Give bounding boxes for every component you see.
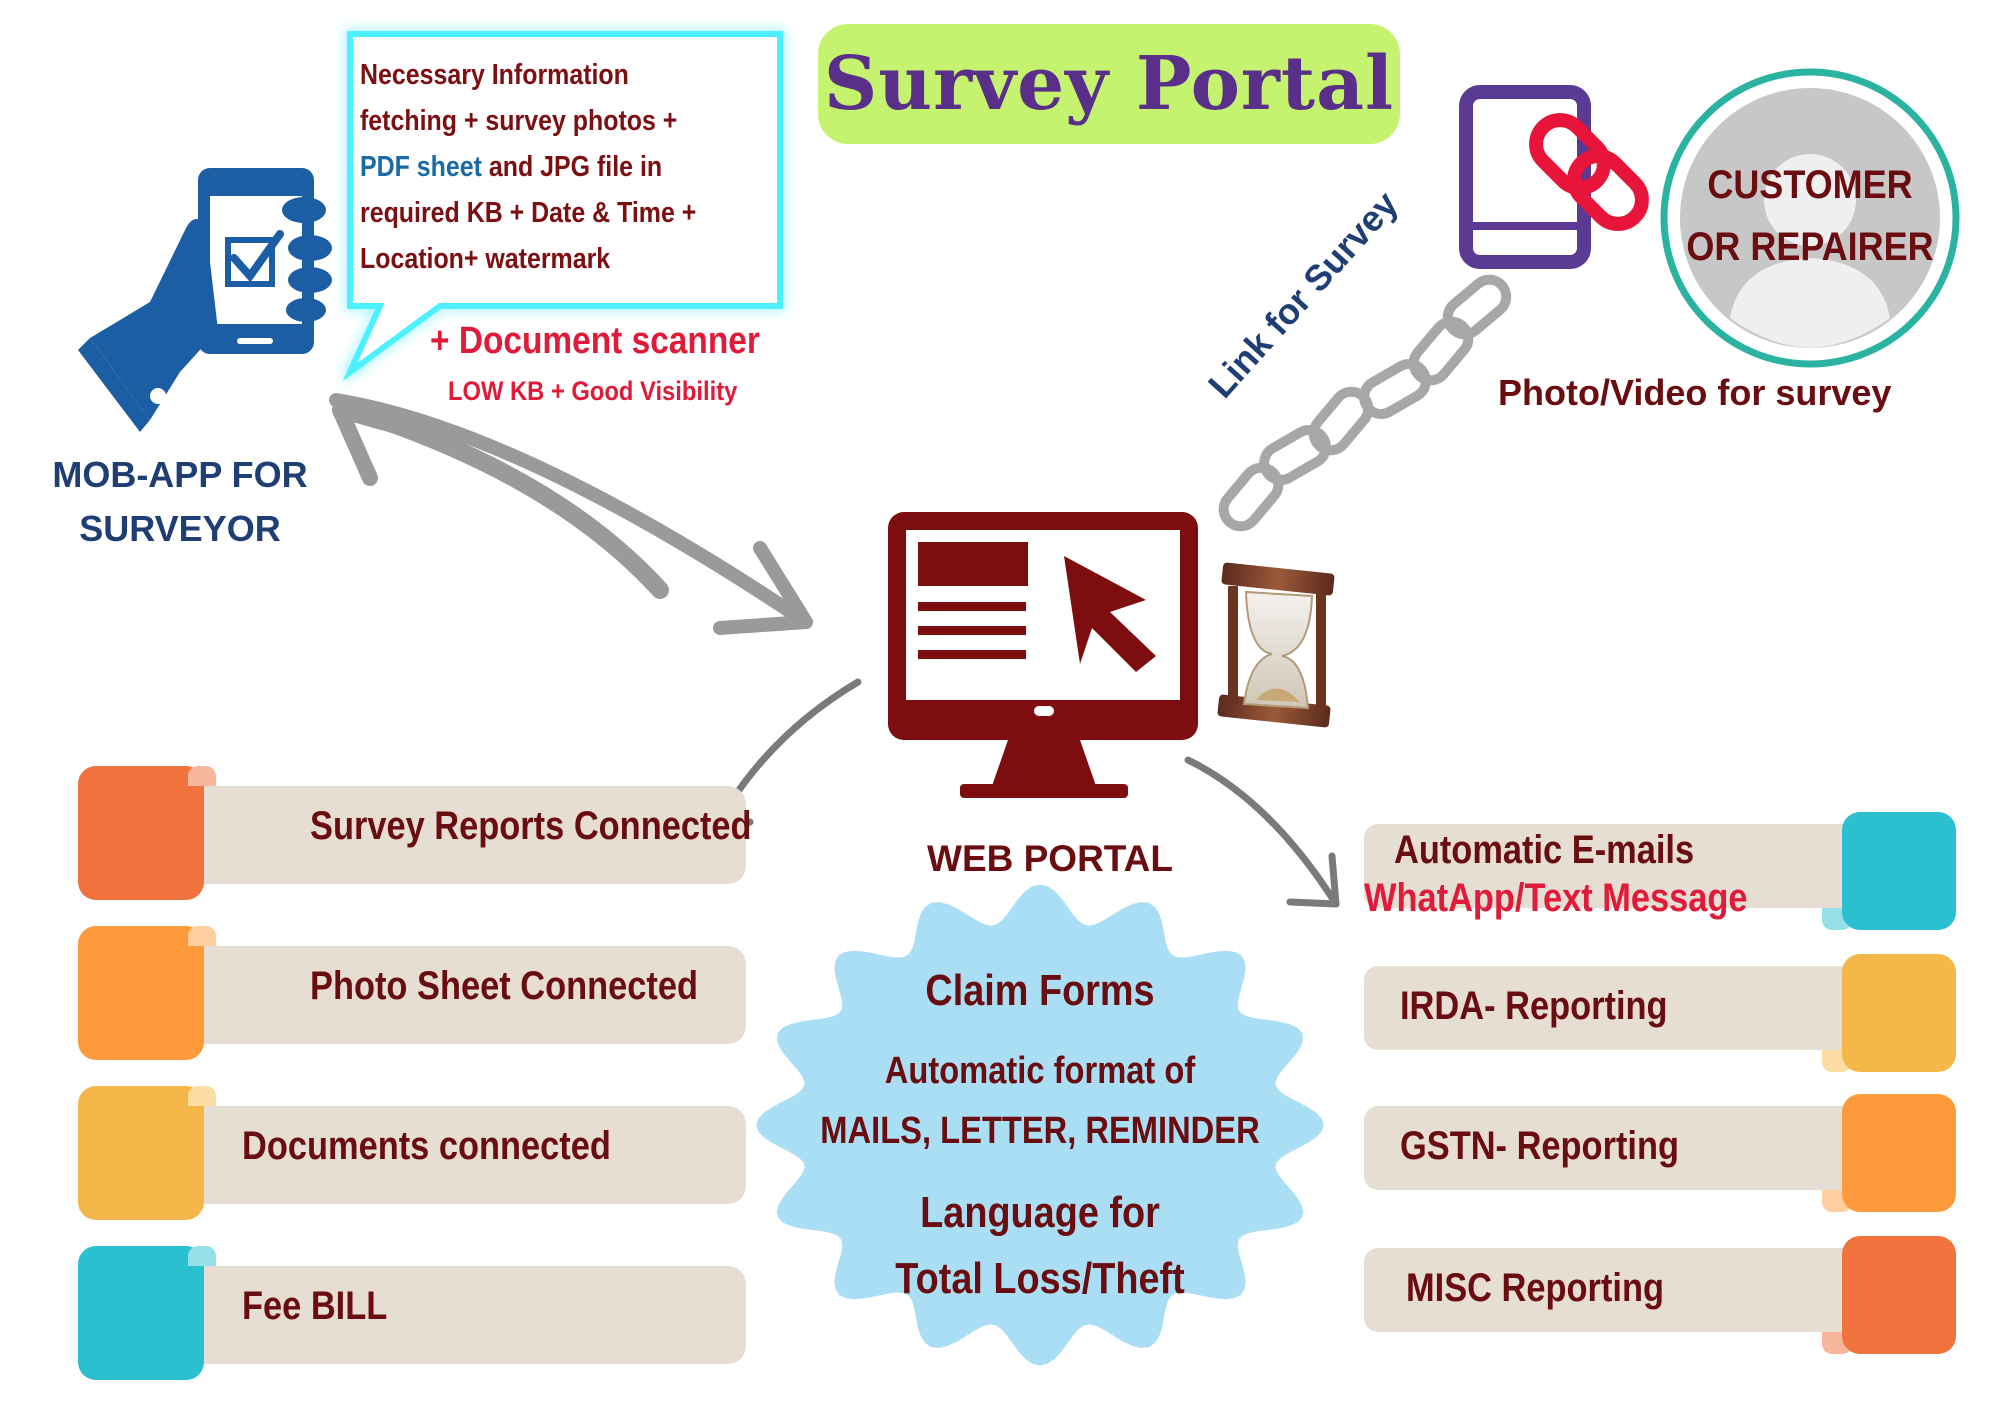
scanner-subtitle: LOW KB + Good Visibility: [448, 376, 738, 406]
chain-icon: [1218, 274, 1512, 532]
mob-app-label-line: MOB-APP FOR: [52, 454, 308, 495]
card-bar: [1364, 1248, 1854, 1332]
right-card-misc: MISC Reporting: [1364, 1236, 1956, 1356]
card-label: MISC Reporting: [1406, 1266, 1664, 1310]
automatic-format-text: Automatic format of: [884, 1050, 1196, 1092]
monitor-icon: [888, 512, 1198, 798]
card-tab: [78, 1086, 204, 1220]
tablet-link-icon: [1459, 85, 1649, 269]
card-tab: [1842, 954, 1956, 1072]
hand-phone-icon: [78, 168, 332, 432]
left-card-survey-reports: Survey Reports Connected: [78, 766, 752, 900]
info-bubble-text: Necessary Information fetching + survey …: [360, 52, 721, 282]
card-bar: [204, 786, 746, 884]
card-label: Photo Sheet Connected: [310, 964, 698, 1008]
card-tab: [1842, 1094, 1956, 1212]
title-banner: Survey Portal: [818, 24, 1400, 144]
card-tab: [1842, 1236, 1956, 1354]
card-bar: [204, 946, 746, 1044]
card-bar: [1364, 1106, 1854, 1190]
card-label: Documents connected: [242, 1124, 611, 1168]
right-card-irda: IRDA- Reporting: [1364, 954, 1956, 1074]
card-bar: [1364, 824, 1854, 908]
card-bar: [1364, 966, 1854, 1050]
info-line: Location+ watermark: [360, 243, 611, 275]
card-label: IRDA- Reporting: [1400, 984, 1668, 1028]
claim-forms-text: Claim Forms: [925, 966, 1155, 1015]
card-bar: [204, 1266, 746, 1364]
total-loss-text: Total Loss/Theft: [895, 1254, 1185, 1303]
arrow-to-right: [1184, 756, 1340, 908]
web-portal-label: WEB PORTAL: [927, 838, 1173, 879]
card-label: Fee BILL: [242, 1284, 388, 1328]
card-tab: [78, 926, 204, 1060]
page-title: Survey Portal: [823, 41, 1395, 127]
customer-line: OR REPAIRER: [1686, 225, 1934, 269]
card-tab: [1842, 812, 1956, 930]
language-text: Language for: [920, 1188, 1160, 1237]
card-bar: [204, 1106, 746, 1204]
info-line: Necessary Information: [360, 59, 629, 91]
card-tab-lip: [188, 926, 216, 946]
claim-forms-blob: [756, 884, 1324, 1366]
card-tab-lip: [188, 766, 216, 786]
mob-app-label-line: SURVEYOR: [79, 508, 281, 549]
customer-label: CUSTOMER OR REPAIRER: [1675, 154, 1945, 278]
info-line: required KB + Date & Time +: [360, 197, 697, 229]
right-card-gstn: GSTN- Reporting: [1364, 1094, 1956, 1214]
photo-video-caption: Photo/Video for survey: [1498, 372, 1892, 413]
card-label-secondary: WhatApp/Text Message: [1364, 876, 1748, 920]
hourglass-icon: [1217, 562, 1335, 728]
info-line: PDF sheet and JPG file in: [360, 144, 721, 190]
card-label: Survey Reports Connected: [310, 804, 752, 848]
card-label: Automatic E-mails: [1394, 828, 1695, 872]
card-tab: [78, 766, 204, 900]
info-line: fetching + survey photos +: [360, 105, 678, 137]
left-card-photo-sheet: Photo Sheet Connected: [78, 926, 746, 1060]
scanner-title: + Document scanner: [430, 320, 760, 362]
mails-letter-text: MAILS, LETTER, REMINDER: [820, 1110, 1260, 1152]
left-card-fee-bill: Fee BILL: [78, 1246, 746, 1380]
left-card-documents: Documents connected: [78, 1086, 746, 1220]
pdf-sheet-highlight: PDF sheet: [360, 151, 482, 183]
customer-line: CUSTOMER: [1707, 163, 1913, 207]
right-card-emails: Automatic E-mails WhatApp/Text Message: [1364, 812, 1956, 932]
speech-bubble: [342, 31, 783, 382]
user-avatar-icon: [1660, 68, 1960, 368]
cursor-arrow-icon: [1064, 556, 1156, 672]
info-line-rest: and JPG file in: [481, 151, 663, 183]
card-label: GSTN- Reporting: [1400, 1124, 1680, 1168]
card-tab: [78, 1246, 204, 1380]
card-tab-lip: [188, 1086, 216, 1106]
mob-app-label: MOB-APP FOR SURVEYOR: [20, 448, 340, 556]
card-tab-lip: [188, 1246, 216, 1266]
sync-arrow: [329, 393, 813, 635]
